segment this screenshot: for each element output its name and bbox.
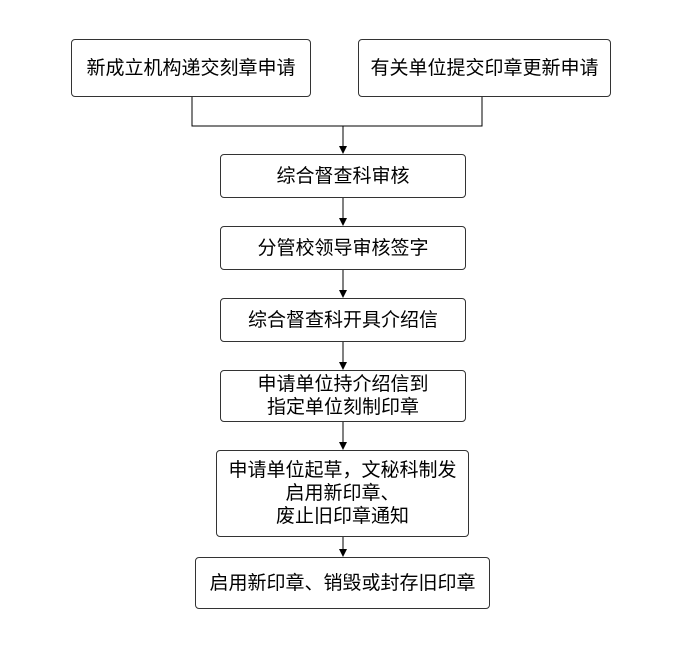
step-box-3: 综合督查科开具介绍信 [220,298,466,342]
step-box-6: 启用新印章、销毁或封存旧印章 [195,557,490,609]
step-4-line-2: 指定单位刻制印章 [266,396,419,418]
step-box-4: 申请单位持介绍信到 指定单位刻制印章 [220,370,466,422]
start-box-seal-update: 有关单位提交印章更新申请 [358,39,611,97]
step-1-line-1: 综合督查科审核 [276,164,410,187]
step-4-text: 申请单位持介绍信到 指定单位刻制印章 [257,373,428,419]
step-4-line-1: 申请单位持介绍信到 [257,373,429,395]
start-box-new-institution: 新成立机构递交刻章申请 [71,39,311,97]
merge-connector-left [191,97,343,127]
merge-connector-right [343,97,483,127]
start-box-new-institution-label: 新成立机构递交刻章申请 [86,56,296,79]
step-3-line-1: 综合督查科开具介绍信 [247,308,438,331]
step-5-line-1: 申请单位起草，文秘科制发 [228,459,457,481]
start-box-seal-update-label: 有关单位提交印章更新申请 [370,56,599,79]
step-5-line-3: 废止旧印章通知 [275,505,409,527]
step-box-5: 申请单位起草，文秘科制发 启用新印章、 废止旧印章通知 [216,450,469,537]
step-5-text: 申请单位起草，文秘科制发 启用新印章、 废止旧印章通知 [228,459,456,528]
step-5-line-2: 启用新印章、 [285,482,400,504]
step-box-2: 分管校领导审核签字 [220,226,466,270]
step-2-line-1: 分管校领导审核签字 [257,236,429,259]
step-box-1: 综合督查科审核 [220,154,466,198]
step-6-line-1: 启用新印章、销毁或封存旧印章 [209,571,476,594]
